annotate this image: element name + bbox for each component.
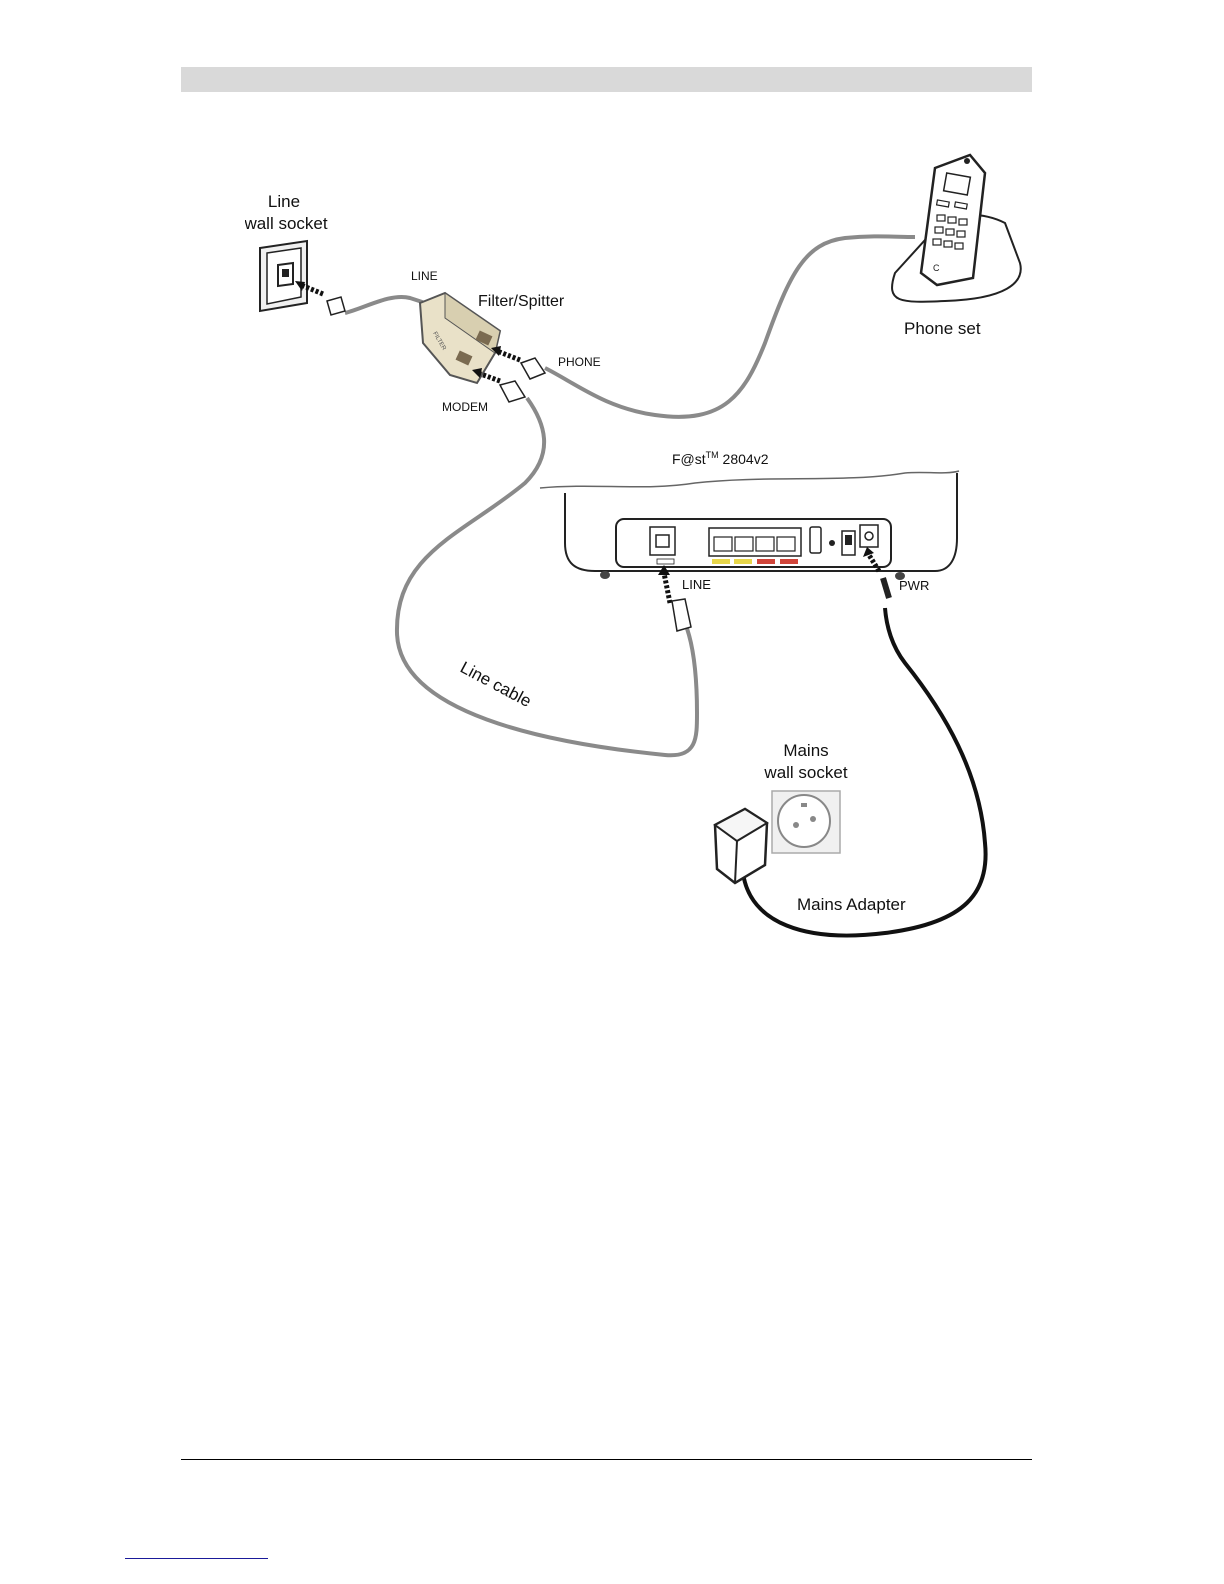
- router-line-port-label: LINE: [682, 577, 711, 592]
- line-wall-socket-label-1: Line: [268, 192, 300, 211]
- footnote-link-underline: [125, 1558, 268, 1559]
- router-model-suffix: 2804v2: [719, 451, 769, 467]
- phone-port-label: PHONE: [558, 355, 601, 369]
- router-model-prefix: F@st: [672, 451, 706, 467]
- header-band: [181, 67, 1032, 92]
- mains-socket-label-2: wall socket: [763, 763, 847, 782]
- phone-set-label: Phone set: [904, 319, 981, 338]
- router-model-tm: TM: [706, 450, 719, 460]
- connection-diagram: FILTER: [245, 153, 1031, 940]
- line-wall-socket-label-2: wall socket: [245, 214, 328, 233]
- filter-line-port-label: LINE: [411, 269, 438, 283]
- svg-text:C: C: [933, 263, 940, 273]
- router-pwr-port-label: PWR: [899, 578, 929, 593]
- mains-socket-label-1: Mains: [783, 741, 828, 760]
- router-model-label: F@stTM 2804v2: [672, 450, 769, 467]
- footer-rule: [181, 1459, 1032, 1460]
- mains-socket-icon: [772, 791, 840, 853]
- filter-splitter-label: Filter/Spitter: [478, 293, 565, 310]
- mains-adapter-label: Mains Adapter: [797, 895, 906, 914]
- modem-port-label: MODEM: [442, 400, 488, 414]
